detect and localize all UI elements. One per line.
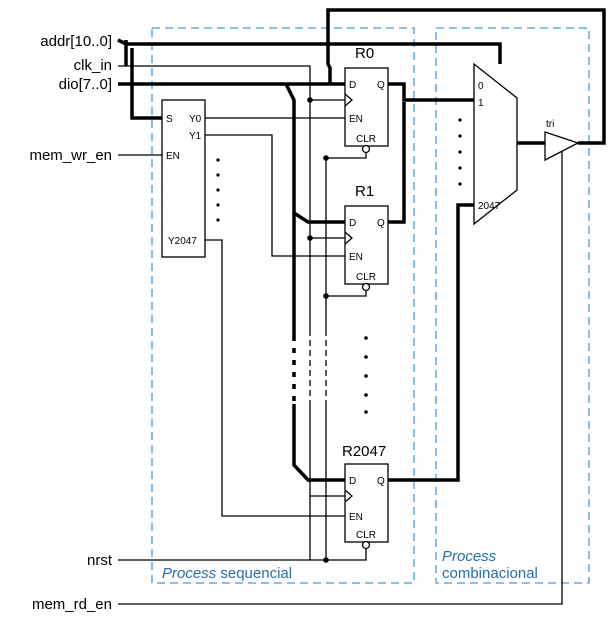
decoder-ylast-pin: Y2047 <box>168 236 197 247</box>
dio-distribution-bus <box>284 83 345 482</box>
addr-to-decoder-bus <box>130 48 162 120</box>
register-r2047 <box>344 463 389 543</box>
signal-mem-wr-en-label: mem_wr_en <box>29 147 112 164</box>
decoder-block <box>161 99 206 258</box>
r2047-clr-bubble <box>361 540 371 550</box>
r0-q-pin: Q <box>377 80 385 91</box>
r1-clr-pin: CLR <box>356 272 376 283</box>
clk-wire <box>118 65 311 560</box>
r2047-q-bus <box>388 203 474 482</box>
register-r0 <box>344 67 389 147</box>
buffer-label: tri <box>546 119 554 130</box>
signal-mem-rd-en-label: mem_rd_en <box>32 596 112 613</box>
process-comb-label: combinacional <box>442 565 538 582</box>
r0-clock-triangle <box>344 93 353 107</box>
register-r1 <box>344 205 389 285</box>
signal-nrst-label: nrst <box>87 552 113 569</box>
r2047-en-pin: EN <box>349 512 363 523</box>
sequential-process-boundary <box>151 27 415 584</box>
r2047-clock-triangle <box>344 489 353 503</box>
r1-d-pin: D <box>349 218 356 229</box>
addr-bus <box>117 38 502 66</box>
junction <box>323 155 329 161</box>
register-r1-label: R1 <box>355 183 374 200</box>
r0-q-bus <box>388 82 474 102</box>
register-r2047-label: R2047 <box>342 443 386 460</box>
signal-addr-label: addr[10..0] <box>40 33 112 50</box>
mem-rd-en-wire <box>118 151 563 605</box>
r0-d-pin: D <box>349 80 356 91</box>
clr-r1 <box>326 290 367 297</box>
r1-q-bus <box>388 102 406 224</box>
mux-inlast-pin: 2047 <box>478 201 501 212</box>
mux-in0-pin: 0 <box>478 81 484 92</box>
register-ellipsis <box>364 336 368 414</box>
signal-clk-label: clk_in <box>74 57 112 74</box>
mux-in1-pin: 1 <box>478 98 484 109</box>
process-seq-label: Process sequencial <box>162 565 292 582</box>
multiplexer <box>473 62 518 226</box>
decoder-s-pin: S <box>166 114 173 125</box>
decoder-ellipsis <box>216 158 220 222</box>
r1-clr-bubble <box>361 282 371 292</box>
process-comb-italic: Process <box>442 548 497 565</box>
junction <box>323 557 329 563</box>
r1-clock-triangle <box>344 231 353 245</box>
r0-clr-pin: CLR <box>356 134 376 145</box>
r0-en-pin: EN <box>349 114 363 125</box>
y1-wire <box>205 134 345 257</box>
tristate-buffer <box>544 131 580 162</box>
r0-clr-bubble <box>361 144 371 154</box>
decoder-y1-pin: Y1 <box>189 131 202 142</box>
register-r0-label: R0 <box>355 45 374 62</box>
decoder-y0-pin: Y0 <box>189 114 202 125</box>
r2047-d-pin: D <box>349 476 356 487</box>
clr-r0 <box>326 152 367 159</box>
junction <box>323 293 329 299</box>
decoder-en-pin: EN <box>166 151 180 162</box>
nrst-wire <box>118 158 367 561</box>
junction <box>307 97 313 103</box>
r1-en-pin: EN <box>349 252 363 263</box>
ylast-wire <box>205 239 345 517</box>
signal-dio-label: dio[7..0] <box>59 76 112 93</box>
mux-ellipsis <box>458 118 462 186</box>
combinational-process-boundary <box>435 27 590 584</box>
r2047-clr-pin: CLR <box>356 530 376 541</box>
r2047-q-pin: Q <box>377 476 385 487</box>
r1-q-pin: Q <box>377 218 385 229</box>
junction <box>307 235 313 241</box>
dio-bus <box>118 8 606 145</box>
